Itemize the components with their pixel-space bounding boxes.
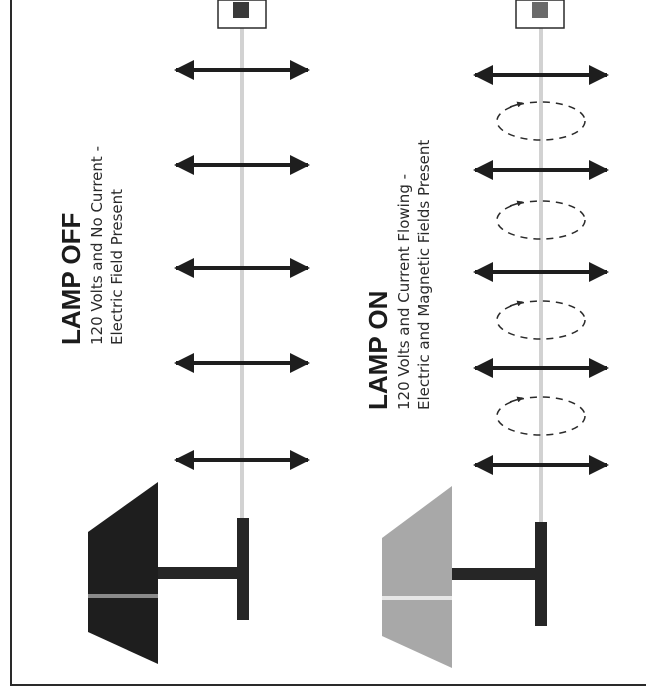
lamp-neck (452, 568, 538, 580)
lamp-on-icon (382, 486, 547, 668)
loop-direction-arrow-icon (509, 300, 524, 307)
lamp-off-line1: 120 Volts and No Current - (88, 146, 106, 345)
lamp-on-caption: LAMP ON 120 Volts and Current Flowing - … (363, 140, 433, 410)
lamp-on-title: LAMP ON (363, 291, 393, 410)
electric-field-arrows (174, 60, 310, 470)
lamp-on-line1: 120 Volts and Current Flowing - (395, 174, 413, 410)
lamp-off-title: LAMP OFF (56, 213, 86, 345)
lamp-shade (382, 486, 452, 668)
outlet-icon (515, 0, 565, 29)
lamp-off-caption: LAMP OFF 120 Volts and No Current - Elec… (56, 146, 126, 345)
loop-direction-arrow-icon (509, 101, 524, 108)
magnetic-field-loops (496, 101, 586, 436)
lamp-shade-highlight (88, 594, 158, 598)
electric-field-arrows (473, 65, 609, 475)
lamp-neck (158, 567, 240, 579)
dashed-loop-arrow-icon (496, 300, 586, 340)
lamp-off-line2: Electric Field Present (108, 189, 126, 345)
loop-direction-arrow-icon (509, 200, 524, 207)
lamp-on-line2: Electric and Magnetic Fields Present (415, 140, 433, 410)
lamp-base (237, 518, 249, 620)
dashed-loop-arrow-icon (496, 101, 586, 141)
dashed-loop-arrow-icon (496, 396, 586, 436)
dashed-loop-arrow-icon (496, 200, 586, 240)
loop-direction-arrow-icon (509, 396, 524, 403)
lamp-off-panel: LAMP OFF 120 Volts and No Current - Elec… (56, 0, 310, 664)
outlet-icon (217, 0, 267, 29)
lamp-on-panel: LAMP ON 120 Volts and Current Flowing - … (363, 0, 609, 668)
lamp-shade-highlight (382, 596, 452, 600)
lamp-shade (88, 482, 158, 664)
lamp-off-icon (88, 482, 249, 664)
lamp-base (535, 522, 547, 626)
